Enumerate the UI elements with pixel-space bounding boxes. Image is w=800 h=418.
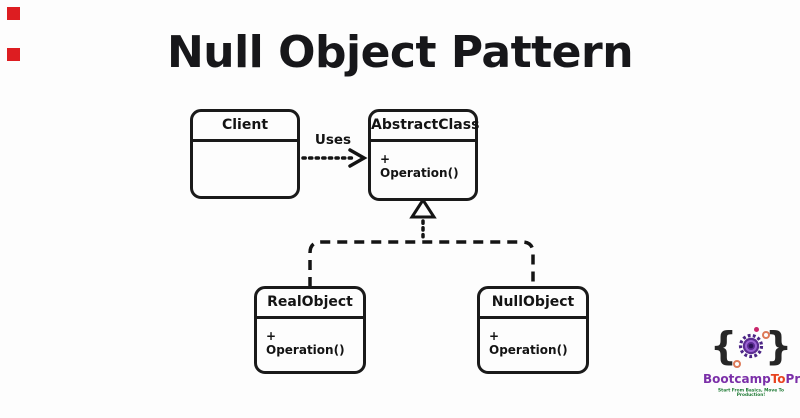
coral-ring-icon-top — [762, 331, 770, 339]
logo-tagline: Start From Basics, Move To Production! — [718, 388, 784, 398]
class-box-client: Client — [190, 109, 300, 199]
uses-relation-label: Uses — [314, 132, 352, 148]
bootcamptoprod-logo: { } BootcampToProd Start From Basics, Mo… — [703, 322, 800, 406]
red-marker-square-top — [7, 7, 20, 20]
class-name-abstractclass: AbstractClass — [371, 112, 479, 142]
class-members-nullobject: + Operation() — [489, 329, 568, 357]
class-name-realobject: RealObject — [257, 289, 363, 319]
coral-ring-icon-bottom — [733, 360, 741, 368]
gear-icon — [738, 333, 764, 359]
logo-wordmark-to: To — [770, 372, 786, 386]
class-box-nullobject: NullObject + Operation() — [477, 286, 589, 374]
class-name-client: Client — [193, 112, 297, 142]
class-members-abstractclass: + Operation() — [380, 152, 459, 180]
uses-arrowhead-icon — [348, 148, 368, 168]
right-brace-glyph: } — [765, 324, 793, 368]
logo-wordmark-prod: Prod — [785, 372, 800, 386]
class-name-nullobject: NullObject — [480, 289, 586, 319]
realization-dashed-connector — [308, 240, 535, 287]
logo-icon: { } — [703, 322, 799, 370]
class-members-realobject: + Operation() — [266, 329, 345, 357]
logo-wordmark: BootcampToProd — [703, 372, 800, 386]
class-box-realobject: RealObject + Operation() — [254, 286, 366, 374]
red-marker-square-bottom — [7, 48, 20, 61]
logo-wordmark-bootcamp: Bootcamp — [703, 372, 771, 386]
left-brace-glyph: { — [709, 324, 737, 368]
class-box-abstractclass: AbstractClass + Operation() — [368, 109, 479, 201]
class-members-client — [193, 142, 297, 152]
inheritance-triangle-icon — [409, 197, 437, 219]
crimson-dot-icon — [754, 327, 759, 332]
page-title: Null Object Pattern — [166, 27, 634, 78]
